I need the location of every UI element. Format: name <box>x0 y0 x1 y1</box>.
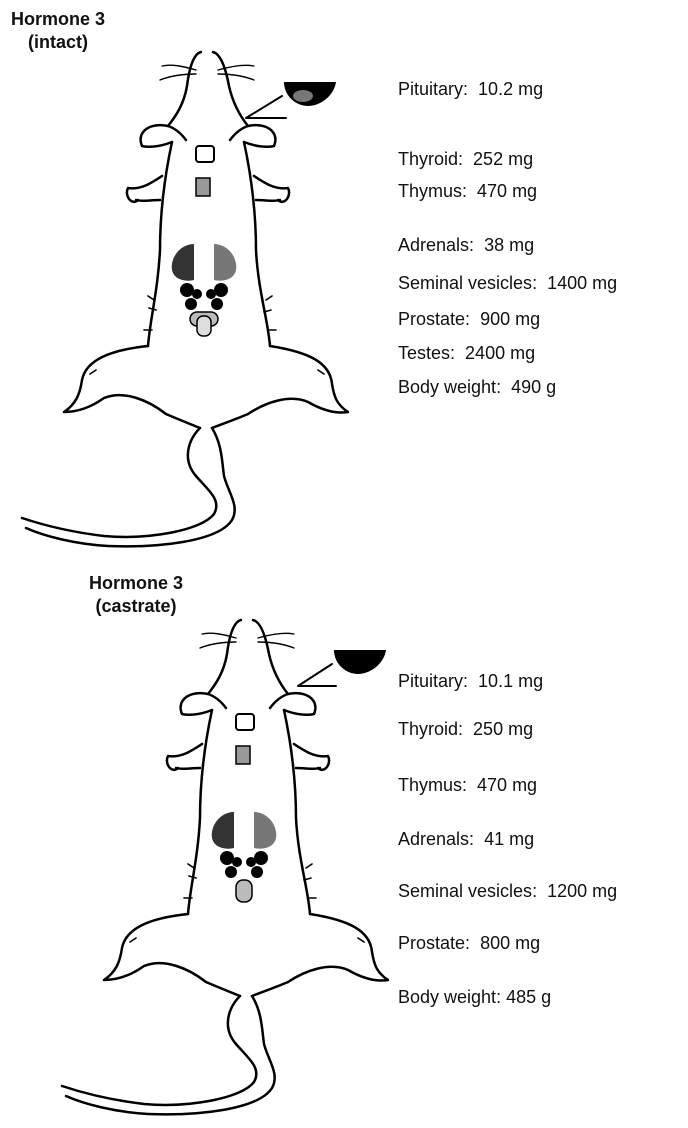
seminal-vesicles-icon <box>180 283 228 310</box>
adrenal-right-icon <box>254 812 276 849</box>
rat-pelvis <box>206 982 288 996</box>
rat-tail <box>62 996 275 1114</box>
rat-right-ear <box>284 693 315 715</box>
pituitary-lobe-icon <box>293 90 313 102</box>
panel-castrate: Hormone 3 (castrate) <box>0 568 688 1128</box>
rat-tail <box>22 428 235 546</box>
organ-label-pituitary: Pituitary: 10.2 mg <box>398 78 543 100</box>
thyroid-icon <box>236 714 254 730</box>
organ-label-body-weight: Body weight: 485 g <box>398 986 551 1008</box>
thymus-icon <box>236 746 250 764</box>
rat-illustration <box>0 568 430 1128</box>
thymus-icon <box>196 178 210 196</box>
organ-label-pituitary: Pituitary: 10.1 mg <box>398 670 543 692</box>
rat-whiskers <box>160 65 254 80</box>
rat-left-hind-leg <box>64 346 166 414</box>
adrenal-left-icon <box>212 812 234 849</box>
rat-left-arm <box>167 744 202 770</box>
rat-right-hind-leg <box>288 914 388 982</box>
seminal-vesicles-icon <box>220 851 268 878</box>
organ-label-thyroid: Thyroid: 252 mg <box>398 148 533 170</box>
panel-intact: Hormone 3 (intact) <box>0 0 688 560</box>
organ-label-adrenals: Adrenals: 41 mg <box>398 828 534 850</box>
pituitary-pointer <box>298 664 336 686</box>
rat-left-arm <box>127 176 162 202</box>
organ-label-thyroid: Thyroid: 250 mg <box>398 718 533 740</box>
rat-left-hind-leg <box>104 914 206 982</box>
pituitary-pointer <box>246 96 286 118</box>
rat-fur <box>130 864 364 942</box>
prostate-icon <box>236 880 252 902</box>
rat-head-outline <box>168 52 248 140</box>
organ-label-testes: Testes: 2400 mg <box>398 342 535 364</box>
rat-pelvis <box>166 414 248 428</box>
organ-label-seminal-vesicles: Seminal vesicles: 1400 mg <box>398 272 617 294</box>
organ-label-adrenals: Adrenals: 38 mg <box>398 234 534 256</box>
rat-right-hind-leg <box>248 346 348 414</box>
rat-left-ear <box>141 125 172 147</box>
rat-head-outline <box>208 620 288 708</box>
rat-illustration <box>0 0 390 560</box>
testes-icon <box>197 316 211 336</box>
organ-label-seminal-vesicles: Seminal vesicles: 1200 mg <box>398 880 617 902</box>
adrenal-left-icon <box>172 244 194 281</box>
rat-right-arm <box>254 176 289 202</box>
thyroid-icon <box>196 146 214 162</box>
adrenal-right-icon <box>214 244 236 281</box>
rat-left-ear <box>181 693 212 715</box>
pituitary-icon <box>334 650 386 674</box>
rat-right-ear <box>244 125 275 147</box>
organ-label-thymus: Thymus: 470 mg <box>398 180 537 202</box>
organ-label-thymus: Thymus: 470 mg <box>398 774 537 796</box>
organ-label-prostate: Prostate: 800 mg <box>398 932 540 954</box>
rat-whiskers <box>200 633 294 648</box>
rat-organs <box>212 650 386 902</box>
organ-label-body-weight: Body weight: 490 g <box>398 376 556 398</box>
organ-label-prostate: Prostate: 900 mg <box>398 308 540 330</box>
rat-right-arm <box>294 744 329 770</box>
